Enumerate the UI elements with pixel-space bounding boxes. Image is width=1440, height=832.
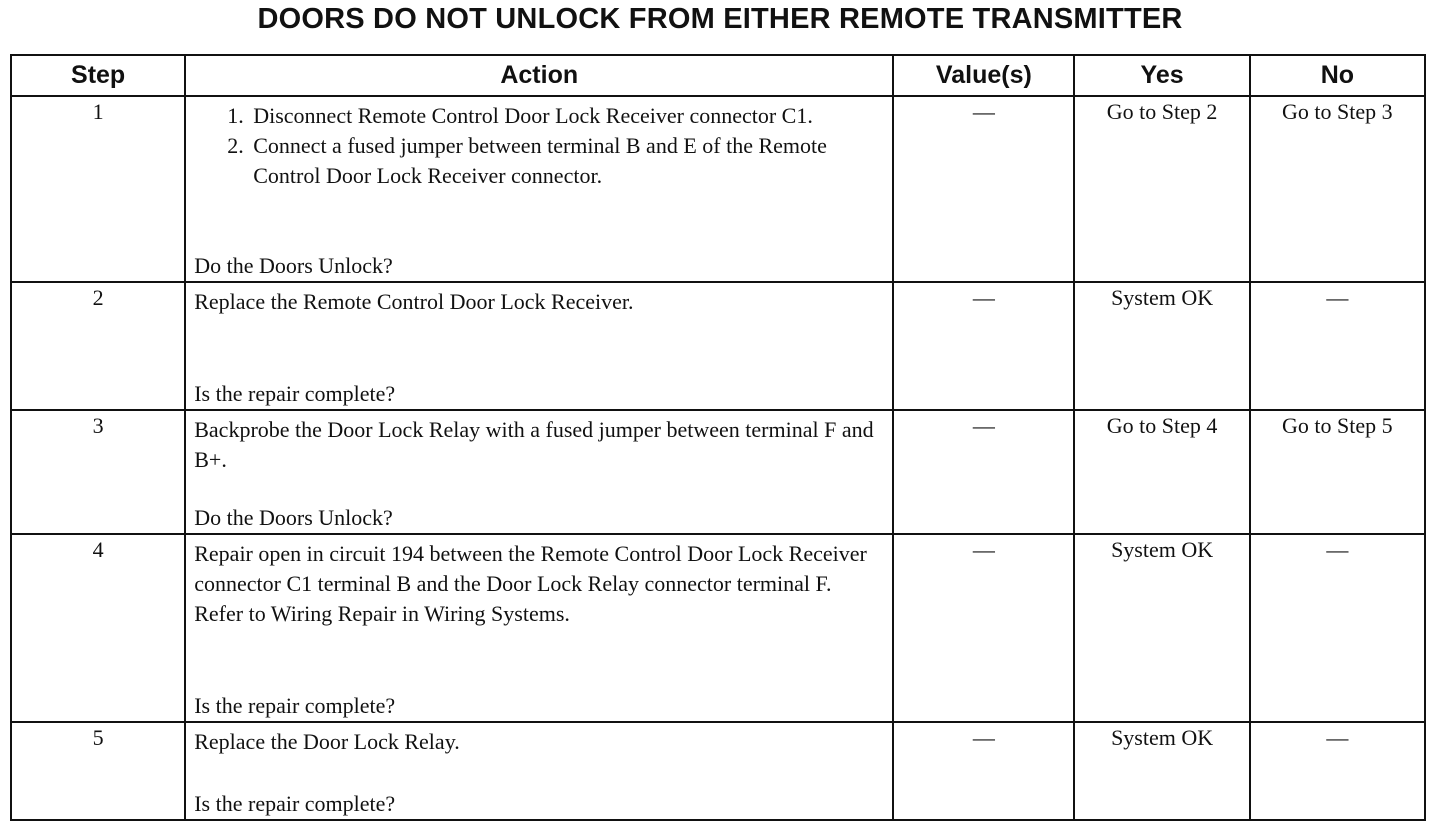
step-number: 2 xyxy=(9,281,187,411)
yes-cell: Go to Step 4 xyxy=(1073,409,1251,535)
column-header-no: No xyxy=(1248,54,1427,97)
action-cell: Replace the Remote Control Door Lock Rec… xyxy=(184,281,895,411)
no-cell: Go to Step 5 xyxy=(1248,409,1427,535)
question-text: Do the Doors Unlock? xyxy=(194,253,393,278)
column-header-action: Action xyxy=(184,54,895,97)
action-cell: Replace the Door Lock Relay. Is the repa… xyxy=(184,721,895,821)
yes-cell: Go to Step 2 xyxy=(1073,95,1251,283)
value-cell: — xyxy=(892,533,1076,723)
question-text: Is the repair complete? xyxy=(194,693,396,718)
yes-cell: System OK xyxy=(1073,533,1251,723)
step-number: 3 xyxy=(9,409,187,535)
value-cell: — xyxy=(892,281,1076,411)
page-title: DOORS DO NOT UNLOCK FROM EITHER REMOTE T… xyxy=(257,3,1183,35)
step-number: 5 xyxy=(9,721,187,821)
action-cell: Disconnect Remote Control Door Lock Rece… xyxy=(184,95,895,283)
substep-item: Disconnect Remote Control Door Lock Rece… xyxy=(249,101,884,131)
question-text: Do the Doors Unlock? xyxy=(194,505,393,530)
action-cell: Repair open in circuit 194 between the R… xyxy=(184,533,895,723)
question-text: Is the repair complete? xyxy=(194,381,396,406)
step-number: 4 xyxy=(9,533,187,723)
table-row: 2 Replace the Remote Control Door Lock R… xyxy=(9,281,1427,411)
action-text: Backprobe the Door Lock Relay with a fus… xyxy=(194,417,874,472)
step-number: 1 xyxy=(9,95,187,283)
no-cell: Go to Step 3 xyxy=(1248,95,1427,283)
table-row: 5 Replace the Door Lock Relay. Is the re… xyxy=(9,721,1427,821)
action-text: Repair open in circuit 194 between the R… xyxy=(194,541,867,626)
value-cell: — xyxy=(892,409,1076,535)
action-text: Replace the Door Lock Relay. xyxy=(194,729,460,754)
no-cell: — xyxy=(1248,721,1427,821)
substep-item: Connect a fused jumper between terminal … xyxy=(249,131,884,191)
substep-list: Disconnect Remote Control Door Lock Rece… xyxy=(194,101,884,191)
yes-cell: System OK xyxy=(1073,721,1251,821)
table-header-row: Step Action Value(s) Yes No xyxy=(9,54,1427,97)
table-row: 1 Disconnect Remote Control Door Lock Re… xyxy=(9,95,1427,283)
column-header-yes: Yes xyxy=(1073,54,1251,97)
action-text: Replace the Remote Control Door Lock Rec… xyxy=(194,289,634,314)
no-cell: — xyxy=(1248,533,1427,723)
column-header-values: Value(s) xyxy=(892,54,1076,97)
table-row: 4 Repair open in circuit 194 between the… xyxy=(9,533,1427,723)
no-cell: — xyxy=(1248,281,1427,411)
diagnostic-table: Step Action Value(s) Yes No 1 Disconnect… xyxy=(9,54,1427,821)
question-text: Is the repair complete? xyxy=(194,791,396,816)
value-cell: — xyxy=(892,95,1076,283)
yes-cell: System OK xyxy=(1073,281,1251,411)
table-row: 3 Backprobe the Door Lock Relay with a f… xyxy=(9,409,1427,535)
column-header-step: Step xyxy=(9,54,187,97)
value-cell: — xyxy=(892,721,1076,821)
action-cell: Backprobe the Door Lock Relay with a fus… xyxy=(184,409,895,535)
